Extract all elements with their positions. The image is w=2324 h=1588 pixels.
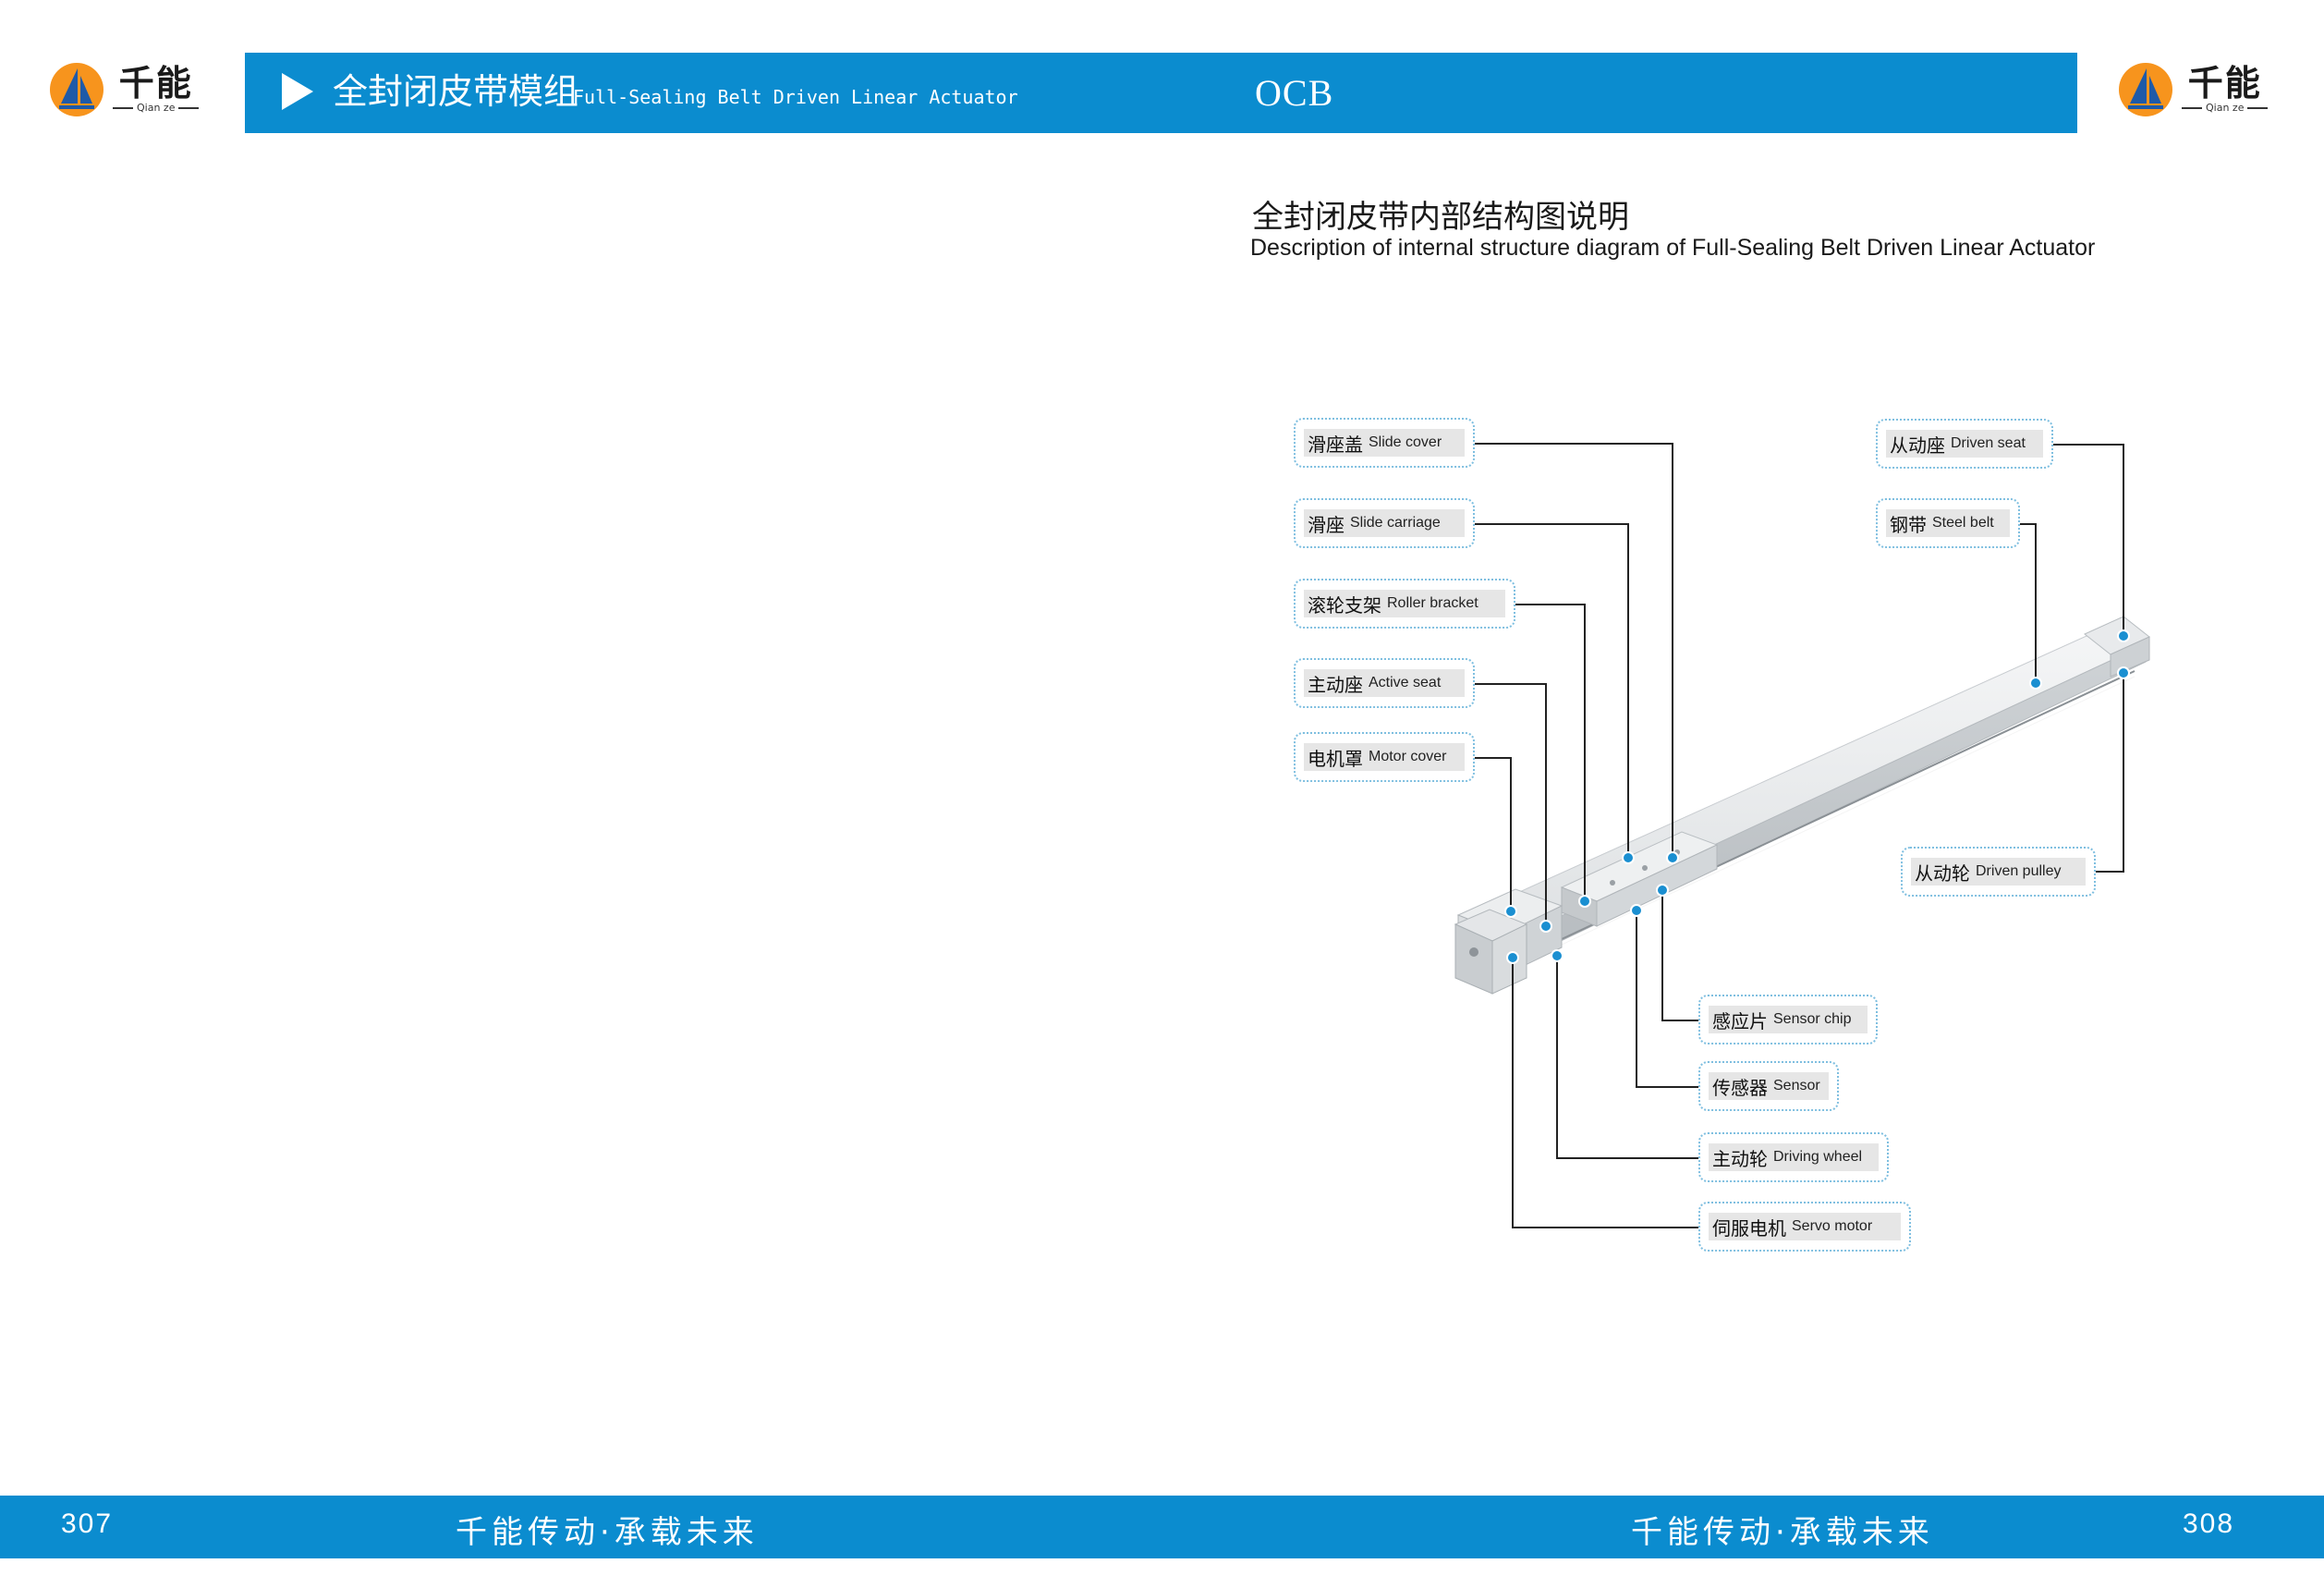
anchor-dot	[1504, 905, 1517, 918]
label-slide-carriage: 滑座 Slide carriage	[1294, 498, 1475, 548]
leader-line-servo-motor	[1512, 958, 1698, 1228]
label-slide-cover: 滑座盖 Slide cover	[1294, 418, 1475, 468]
label-cn: 从动轮	[1915, 861, 1970, 885]
anchor-dot	[1656, 884, 1669, 897]
label-servo-motor: 伺服电机 Servo motor	[1698, 1202, 1911, 1252]
page-number-left: 307	[61, 1509, 114, 1539]
label-cn: 钢带	[1890, 513, 1927, 536]
anchor-dot	[1666, 851, 1679, 864]
sailboat-logo-icon	[50, 63, 103, 116]
leader-line-slide-carriage	[1475, 523, 1629, 858]
label-steel-belt: 钢带 Steel belt	[1876, 498, 2020, 548]
anchor-dot	[1551, 949, 1564, 962]
footer-slogan-left: 千能传动·承载未来	[456, 1514, 759, 1551]
label-sensor: 传感器 Sensor	[1698, 1061, 1839, 1111]
anchor-dot	[2117, 666, 2130, 679]
page-number-right: 308	[2183, 1509, 2235, 1539]
leader-line-roller-bracket	[1515, 604, 1586, 901]
leader-line-motor-cover	[1475, 757, 1512, 911]
label-active-seat: 主动座 Active seat	[1294, 658, 1475, 708]
label-en: Slide cover	[1369, 434, 1442, 450]
label-driving-wheel: 主动轮 Driving wheel	[1698, 1132, 1889, 1182]
label-en: Steel belt	[1932, 515, 1994, 531]
anchor-dot	[2117, 629, 2130, 642]
label-cn: 从动座	[1890, 434, 1945, 457]
label-cn: 主动轮	[1712, 1147, 1768, 1170]
anchor-dot	[1506, 951, 1519, 964]
label-cn: 电机罩	[1308, 747, 1363, 770]
leader-line-active-seat	[1475, 683, 1547, 926]
label-sensor-chip: 感应片 Sensor chip	[1698, 995, 1878, 1044]
brand-name-en: Qian ze	[137, 102, 176, 114]
leader-line-slide-cover	[1475, 443, 1673, 858]
footer-slogan-right: 千能传动·承载未来	[1631, 1514, 1934, 1551]
label-driven-pulley: 从动轮 Driven pulley	[1901, 847, 2096, 897]
anchor-dot	[2029, 677, 2042, 690]
label-motor-cover: 电机罩 Motor cover	[1294, 732, 1475, 782]
label-en: Servo motor	[1792, 1218, 1873, 1234]
label-driven-seat: 从动座 Driven seat	[1876, 419, 2053, 469]
label-cn: 滑座盖	[1308, 433, 1363, 456]
label-en: Roller bracket	[1387, 595, 1478, 611]
header-model: OCB	[1255, 72, 1334, 114]
label-en: Active seat	[1369, 675, 1442, 690]
label-cn: 伺服电机	[1712, 1216, 1786, 1240]
leader-line-sensor	[1636, 910, 1698, 1088]
anchor-dot	[1622, 851, 1635, 864]
header-title-en: Full-Sealing Belt Driven Linear Actuator	[573, 86, 1018, 108]
leader-line-sensor-chip	[1661, 890, 1698, 1021]
leader-lines	[1475, 443, 2124, 1228]
anchor-dots	[1504, 629, 2130, 964]
label-en: Sensor chip	[1773, 1011, 1852, 1027]
label-en: Driven seat	[1951, 435, 2026, 451]
leader-line-driven-pulley	[2096, 673, 2124, 873]
label-cn: 感应片	[1712, 1009, 1768, 1032]
label-cn: 滚轮支架	[1308, 593, 1381, 617]
header-bar: 全封闭皮带模组 Full-Sealing Belt Driven Linear …	[245, 53, 2077, 133]
anchor-dot	[1578, 895, 1591, 908]
brand-logo-left: 千能 Qian ze	[50, 63, 202, 116]
slide-carriage-part	[1560, 831, 1719, 927]
section-title-cn: 全封闭皮带内部结构图说明	[1252, 199, 1629, 236]
anchor-dot	[1630, 904, 1643, 917]
brand-name-cn: 千能	[2187, 62, 2262, 104]
label-en: Slide carriage	[1350, 515, 1441, 531]
brand-name-en: Qian ze	[2206, 102, 2245, 114]
leader-line-steel-belt	[2020, 523, 2037, 683]
anchor-dot	[1539, 920, 1552, 933]
label-en: Driven pulley	[1976, 863, 2062, 879]
footer-bar: 307 千能传动·承载未来 千能传动·承载未来 308	[0, 1496, 2324, 1558]
section-title-en: Description of internal structure diagra…	[1250, 235, 2096, 261]
label-cn: 主动座	[1308, 673, 1363, 696]
driven-seat-part	[2084, 616, 2150, 678]
label-cn: 滑座	[1308, 513, 1345, 536]
servo-motor-part	[1454, 909, 1528, 995]
label-cn: 传感器	[1712, 1076, 1768, 1099]
label-en: Motor cover	[1369, 749, 1447, 764]
brand-logo-right: 千能 Qian ze	[2119, 63, 2271, 116]
sailboat-logo-icon	[2119, 63, 2172, 116]
leader-line-driving-wheel	[1556, 956, 1698, 1159]
label-en: Driving wheel	[1773, 1149, 1863, 1165]
label-roller-bracket: 滚轮支架 Roller bracket	[1294, 579, 1515, 629]
label-en: Sensor	[1773, 1078, 1820, 1093]
play-triangle-icon	[282, 73, 313, 110]
header-title-cn: 全封闭皮带模组	[333, 71, 579, 112]
brand-name-cn: 千能	[118, 62, 193, 104]
leader-line-driven-seat	[2053, 444, 2124, 636]
